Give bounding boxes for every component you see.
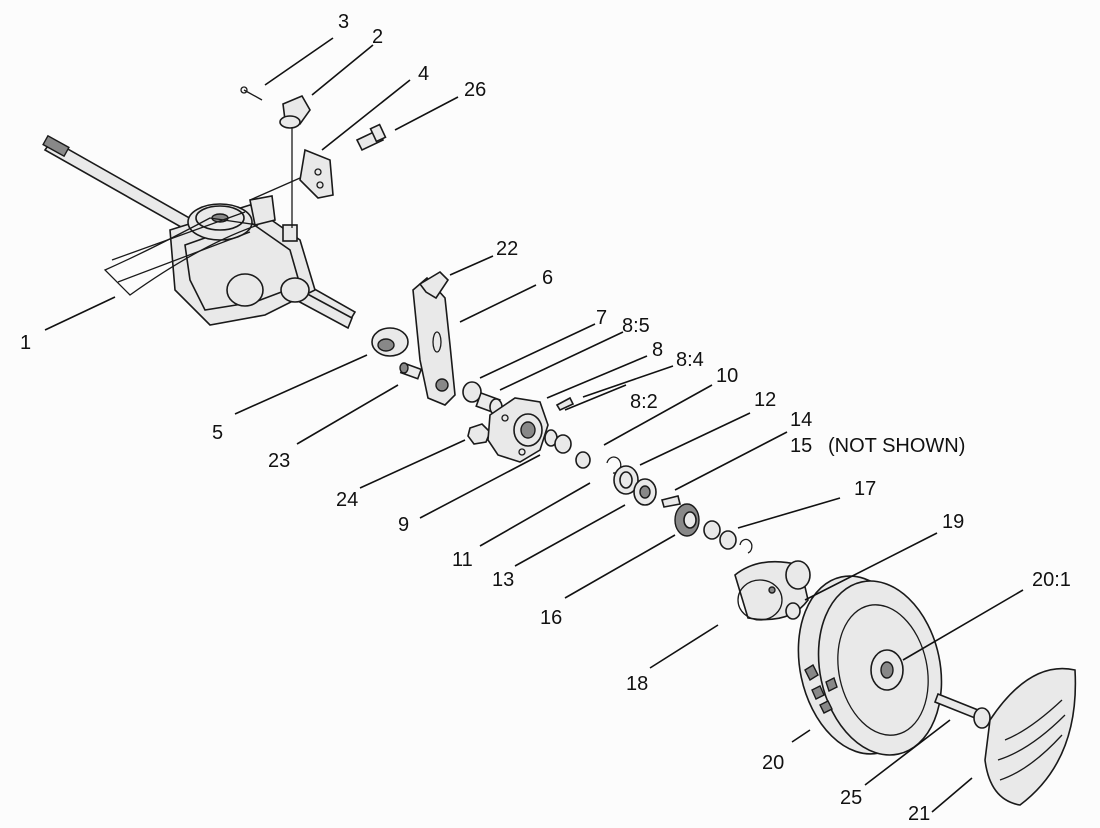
callout-20-1: 20:1 xyxy=(1032,569,1071,591)
transmission-gear-case xyxy=(169,195,316,326)
bracket xyxy=(249,148,334,201)
callout-15: 15 xyxy=(790,435,813,457)
callout-23: 23 xyxy=(268,450,291,472)
callout-12: 12 xyxy=(754,389,777,411)
callout-1: 1 xyxy=(20,332,32,354)
callout-2: 2 xyxy=(372,26,384,48)
hub-cap xyxy=(984,667,1077,806)
callout-25: 25 xyxy=(840,787,863,809)
callout-4: 4 xyxy=(418,63,430,85)
callout-22: 22 xyxy=(496,238,519,260)
flat-washer xyxy=(703,520,721,540)
callout-6: 6 xyxy=(542,267,554,289)
thrust-washer xyxy=(575,451,591,469)
callout-21: 21 xyxy=(908,803,931,825)
wheel-washer xyxy=(785,602,801,620)
callout-20: 20 xyxy=(762,752,785,774)
callout-13: 13 xyxy=(492,569,515,591)
callout-8-5: 8:5 xyxy=(622,315,650,337)
spacer xyxy=(719,530,737,550)
drive-pin xyxy=(661,495,681,508)
callout-8-4: 8:4 xyxy=(676,349,704,371)
callout-18: 18 xyxy=(626,673,649,695)
bearing-seal xyxy=(633,478,657,506)
lever-clip xyxy=(418,270,450,300)
clip-ring xyxy=(739,538,753,554)
knob xyxy=(279,94,311,228)
wheel-bolt xyxy=(933,692,991,729)
bushing xyxy=(475,391,503,416)
not-shown-note: (NOT SHOWN) xyxy=(828,435,966,457)
callout-26: 26 xyxy=(464,79,487,101)
set-screw xyxy=(555,396,575,412)
nut xyxy=(467,423,491,445)
spacer-washer xyxy=(554,434,572,454)
callout-14: 14 xyxy=(790,409,813,431)
rear-wheel xyxy=(797,575,943,756)
drive-belt xyxy=(103,211,259,296)
o-ring xyxy=(462,381,482,403)
pinion-gear xyxy=(674,503,700,537)
callout-8-2: 8:2 xyxy=(630,391,658,413)
callout-11: 11 xyxy=(452,549,473,571)
callout-7: 7 xyxy=(596,307,608,329)
callout-16: 16 xyxy=(540,607,563,629)
callout-8: 8 xyxy=(652,339,664,361)
washer xyxy=(371,327,409,357)
leader-lines xyxy=(44,37,1024,813)
wheel-bearing xyxy=(613,465,639,495)
bearing-housing xyxy=(487,397,549,463)
callout-24: 24 xyxy=(336,489,359,511)
callout-17: 17 xyxy=(854,478,877,500)
callout-3: 3 xyxy=(338,11,350,33)
callout-10: 10 xyxy=(716,365,739,387)
callout-5: 5 xyxy=(212,422,224,444)
callout-19: 19 xyxy=(942,511,965,533)
screw xyxy=(399,362,423,380)
cotter-pin-loop xyxy=(240,86,248,94)
bolt xyxy=(355,123,387,152)
callout-9: 9 xyxy=(398,514,410,536)
